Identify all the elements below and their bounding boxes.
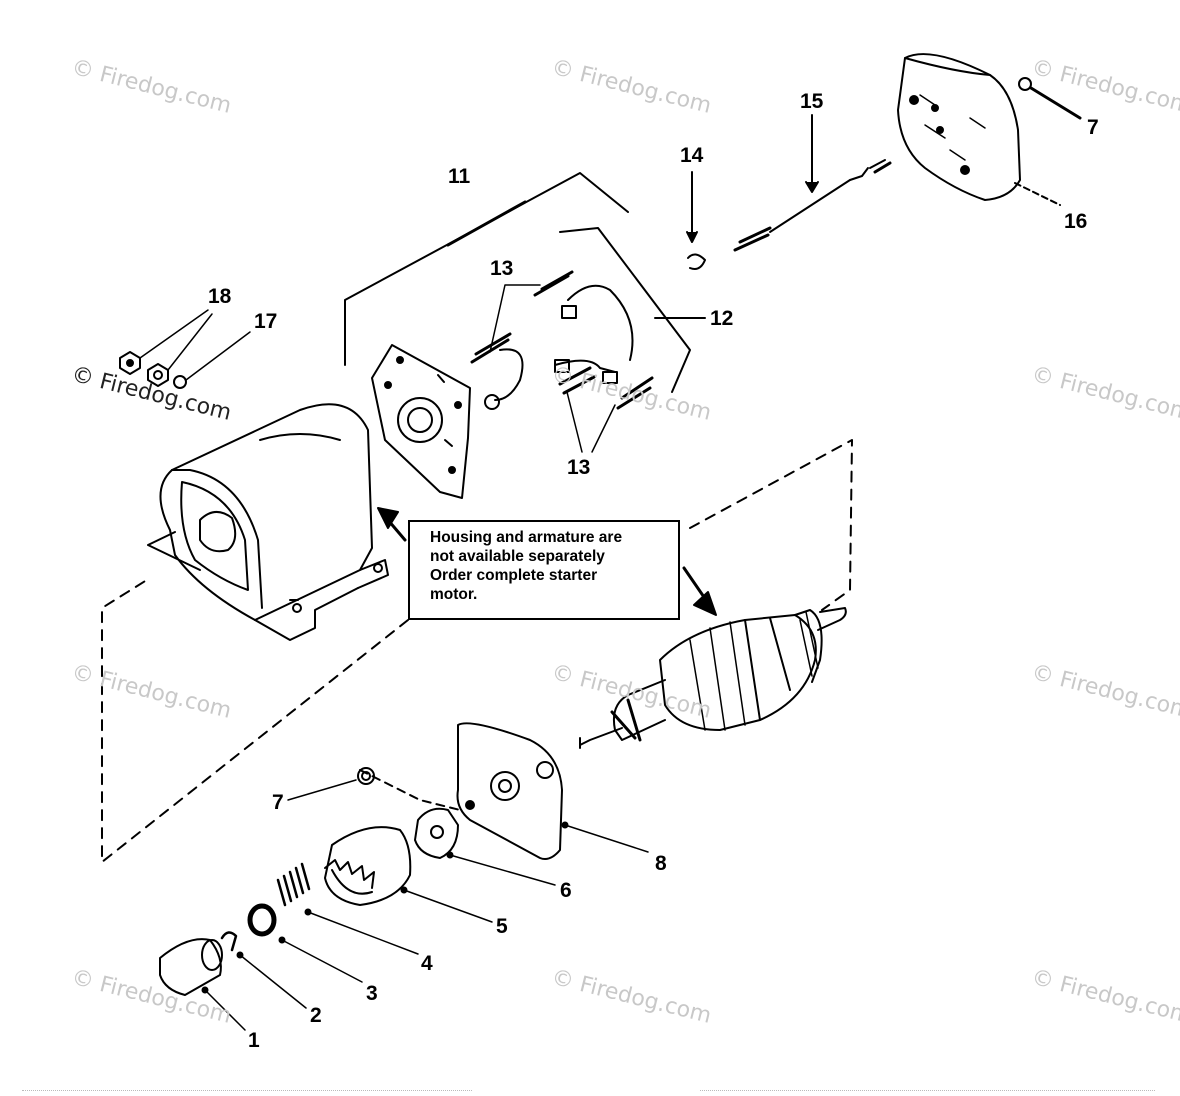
note-box: Housing and armature are not available s… — [408, 520, 680, 620]
note-line: Order complete starter — [430, 567, 598, 584]
callout-2: 2 — [310, 1004, 322, 1027]
callout-12: 12 — [710, 307, 734, 330]
callout-1: 1 — [248, 1029, 260, 1052]
note-line: Housing and armature are — [430, 529, 623, 546]
bracket-11 — [344, 172, 629, 366]
callout-6: 6 — [560, 879, 572, 902]
callout-7-lower: 7 — [272, 791, 284, 814]
drive-pinion — [324, 826, 412, 906]
callout-3: 3 — [366, 982, 378, 1005]
dashed-outline — [101, 439, 853, 863]
drive-end-head — [456, 722, 563, 860]
callout-4: 4 — [421, 952, 433, 975]
bracket-11-dash — [446, 200, 527, 247]
callout-5: 5 — [496, 915, 508, 938]
callout-14: 14 — [680, 144, 704, 167]
housing — [147, 403, 389, 641]
bottom-divider — [700, 1090, 1155, 1095]
armature — [579, 607, 847, 749]
brush-plate — [371, 344, 471, 499]
callout-8: 8 — [655, 852, 667, 875]
callout-11: 11 — [448, 165, 471, 188]
callout-17: 17 — [254, 310, 278, 333]
bottom-divider — [22, 1090, 472, 1095]
callout-13-lower: 13 — [567, 456, 591, 479]
brush-set — [470, 270, 654, 410]
callout-16: 16 — [1064, 210, 1088, 233]
end-cap — [897, 53, 1021, 201]
callout-15: 15 — [800, 90, 824, 113]
bracket-12 — [559, 227, 691, 393]
note-line: motor. — [430, 586, 478, 603]
callout-7-upper: 7 — [1087, 116, 1099, 139]
callout-13-upper: 13 — [490, 257, 514, 280]
callout-18: 18 — [208, 285, 232, 308]
note-line: not available separately — [430, 548, 605, 565]
arrow-to-armature — [682, 566, 708, 602]
